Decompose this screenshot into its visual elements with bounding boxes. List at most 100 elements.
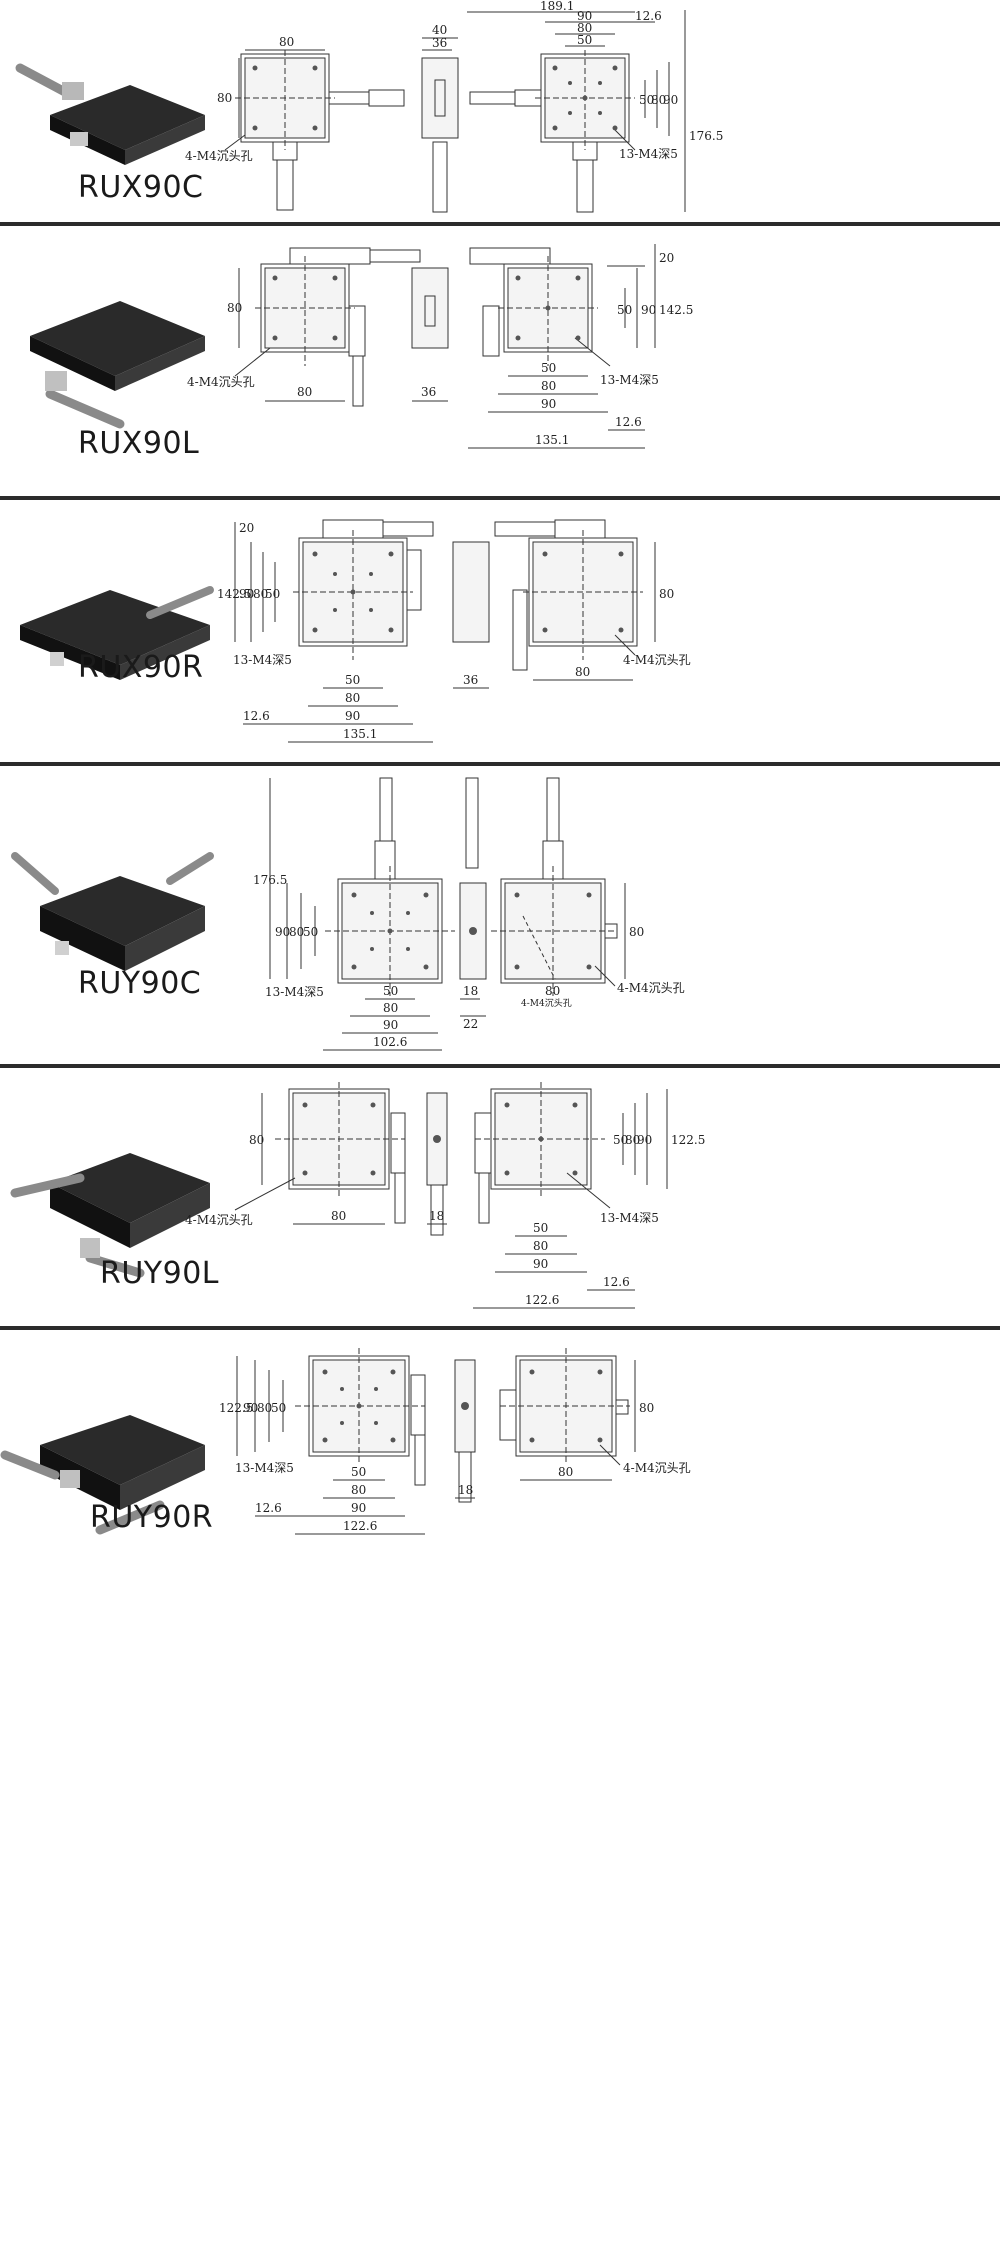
dim-label: 80 [545, 984, 560, 998]
technical-drawing: 80 80 36 4-M4沉头孔 20 50 90 142.5 13-M4深5 … [187, 244, 693, 449]
callout-label: 13-M4深5 [233, 653, 292, 667]
dim-label: 80 [253, 587, 268, 601]
dim-label: 80 [249, 1133, 264, 1147]
dim-label: 80 [217, 91, 232, 105]
dim-label: 122.5 [671, 1133, 705, 1147]
dim-label: 80 [639, 1401, 654, 1415]
dim-label: 80 [345, 691, 360, 705]
dim-label: 80 [541, 379, 556, 393]
stage-photo [30, 301, 205, 429]
dim-label: 90 [275, 925, 290, 939]
section-ruy90l: RUY90L [0, 1068, 1000, 1326]
model-name: RUX90R [78, 650, 204, 685]
dim-label: 90 [383, 1018, 398, 1032]
dim-label: 80 [279, 35, 294, 49]
model-name: RUX90C [78, 170, 204, 205]
callout-label: 4-M4沉头孔 [617, 981, 685, 995]
technical-drawing: 80 80 4-M4沉头孔 18 50 80 90 122.5 13-M4深5 … [185, 1082, 705, 1309]
dim-label: 50 [345, 673, 360, 687]
dim-label: 20 [659, 251, 674, 265]
dim-label: 90 [577, 9, 592, 23]
dim-label: 80 [533, 1239, 548, 1253]
dim-label: 50 [613, 1133, 628, 1147]
dim-label: 90 [243, 1401, 258, 1415]
dim-label: 50 [541, 361, 556, 375]
callout-label: 4-M4沉头孔 [185, 1213, 253, 1227]
technical-drawing: 176.5 90 80 50 13-M4深5 50 80 90 102.6 18… [253, 777, 685, 1051]
dim-label: 50 [577, 33, 592, 47]
dim-label: 36 [421, 385, 436, 399]
dim-label: 12.6 [615, 415, 642, 429]
dim-label: 80 [257, 1401, 272, 1415]
dim-label: 50 [351, 1465, 366, 1479]
dim-label: 90 [663, 93, 678, 107]
dim-label: 80 [383, 1001, 398, 1015]
dim-label: 40 [432, 23, 447, 37]
dim-label: 18 [458, 1483, 473, 1497]
dim-label: 122.5 [219, 1401, 253, 1415]
dim-label: 50 [639, 93, 654, 107]
dim-label: 36 [463, 673, 478, 687]
stage-photo [15, 63, 205, 165]
dim-label: 50 [271, 1401, 286, 1415]
callout-label: 13-M4深5 [235, 1461, 294, 1475]
model-name: RUY90R [90, 1500, 214, 1535]
dim-label: 18 [429, 1209, 444, 1223]
dim-label: 90 [351, 1501, 366, 1515]
dim-label: 80 [331, 1209, 346, 1223]
dim-label: 50 [265, 587, 280, 601]
dim-label: 18 [463, 984, 478, 998]
dim-label: 20 [239, 521, 254, 535]
section-divider [0, 222, 1000, 226]
technical-drawing: 80 80 4-M4沉头孔 40 36 189.1 90 12.6 80 50 … [185, 0, 723, 213]
dim-label: 135.1 [535, 433, 569, 447]
stage-photo [0, 1415, 205, 1535]
dim-label: 80 [558, 1465, 573, 1479]
callout-label: 4-M4沉头孔 [623, 1461, 691, 1475]
dim-label: 50 [533, 1221, 548, 1235]
dim-label: 122.6 [525, 1293, 559, 1307]
model-name: RUY90C [78, 966, 202, 1001]
dim-label: 80 [289, 925, 304, 939]
dim-label: 102.6 [373, 1035, 407, 1049]
stage-photo [20, 586, 214, 680]
model-name: RUY90L [100, 1256, 220, 1291]
dim-label: 90 [239, 587, 254, 601]
model-name: RUX90L [78, 426, 200, 461]
dim-label: 80 [227, 301, 242, 315]
callout-label: 4-M4沉头孔 [187, 375, 255, 389]
callout-label: 4-M4沉头孔 [521, 998, 572, 1009]
dim-label: 176.5 [689, 129, 723, 143]
dim-label: 122.6 [343, 1519, 377, 1533]
section-rux90r: RUX90R [0, 500, 1000, 762]
dim-label: 142.5 [659, 303, 693, 317]
dim-label: 80 [297, 385, 312, 399]
section-ruy90r: RUY90R [0, 1330, 1000, 2244]
callout-label: 13-M4深5 [600, 1211, 659, 1225]
dim-label: 80 [651, 93, 666, 107]
dim-label: 80 [659, 587, 674, 601]
dim-label: 12.6 [255, 1501, 282, 1515]
callout-label: 13-M4深5 [619, 147, 678, 161]
section-divider [0, 1326, 1000, 1330]
stage-photo [10, 1153, 210, 1278]
dim-label: 36 [432, 36, 447, 50]
technical-drawing: 122.5 90 80 50 13-M4深5 50 80 90 12.6 122… [219, 1348, 691, 1535]
section-ruy90c: RUY90C [0, 766, 1000, 1064]
technical-drawing: 20 142.5 90 80 50 13-M4深5 50 80 90 12.6 … [217, 519, 691, 743]
dim-label: 80 [629, 925, 644, 939]
callout-label: 4-M4沉头孔 [185, 149, 253, 163]
dim-label: 90 [541, 397, 556, 411]
dim-label: 80 [625, 1133, 640, 1147]
section-divider [0, 1064, 1000, 1068]
dim-label: 90 [533, 1257, 548, 1271]
dim-label: 80 [577, 21, 592, 35]
dim-label: 80 [575, 665, 590, 679]
stage-photo [11, 852, 214, 971]
dim-label: 90 [641, 303, 656, 317]
callout-label: 4-M4沉头孔 [623, 653, 691, 667]
dim-label: 12.6 [635, 9, 662, 23]
callout-label: 13-M4深5 [265, 985, 324, 999]
dim-label: 189.1 [540, 0, 574, 13]
callout-label: 13-M4深5 [600, 373, 659, 387]
